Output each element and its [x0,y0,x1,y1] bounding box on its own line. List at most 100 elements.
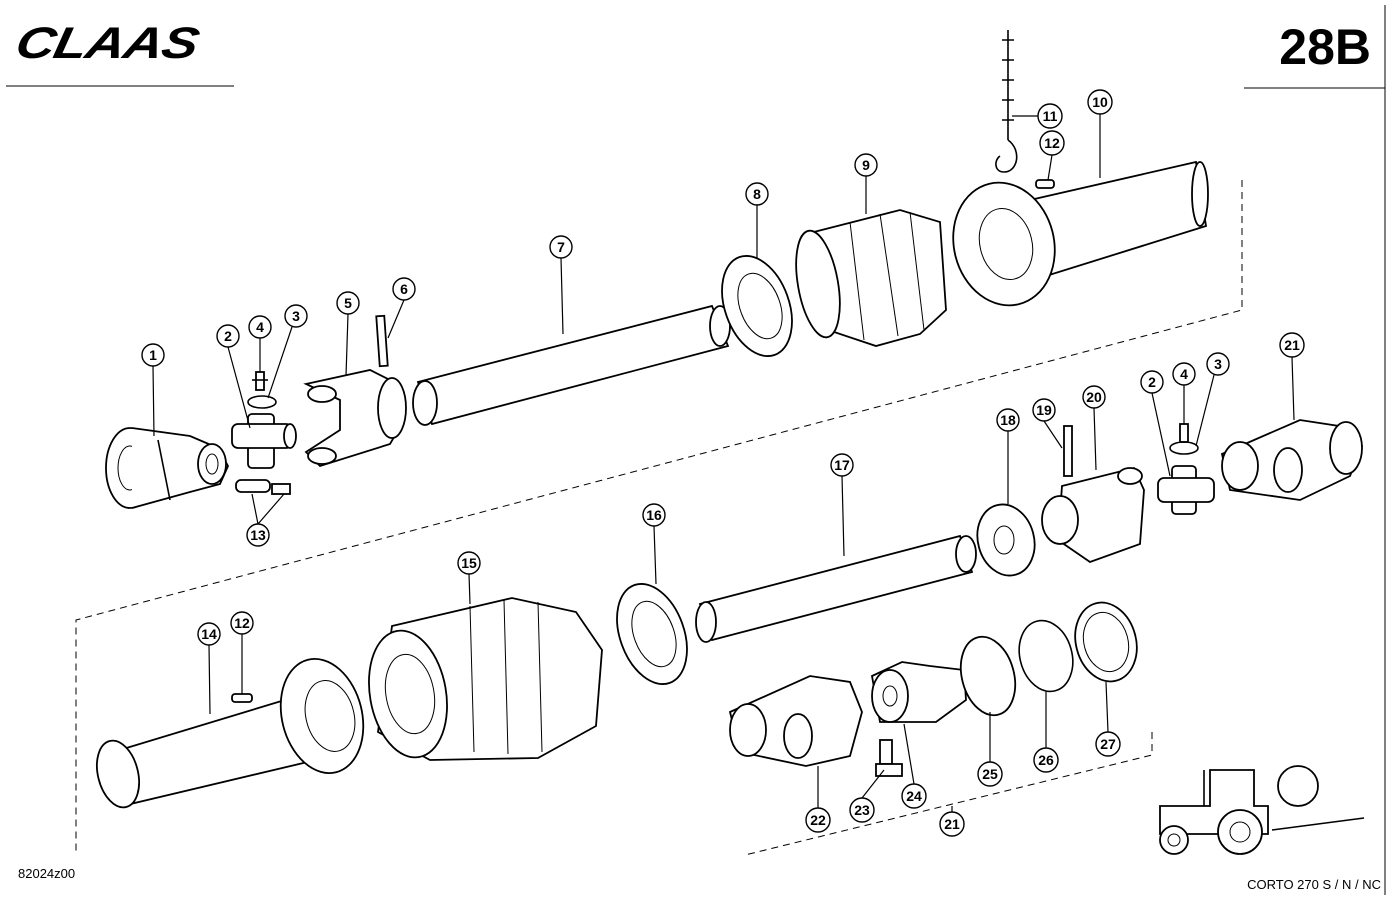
callout-4-right: 4 [1172,362,1196,424]
inner-profile-tube-part-7 [412,304,731,426]
drawing-number: 82024z00 [18,866,76,881]
machine-model: CORTO 270 S / N / NC [1247,877,1381,892]
svg-text:5: 5 [344,295,352,311]
seal-part-27 [1074,601,1138,683]
svg-text:26: 26 [1038,752,1054,768]
svg-text:11: 11 [1043,108,1058,124]
svg-text:9: 9 [862,157,870,173]
svg-text:8: 8 [753,186,761,202]
callout-12-lower: 12 [230,611,254,694]
ring-part-25 [959,635,1017,717]
svg-text:15: 15 [461,555,477,571]
svg-text:3: 3 [1214,356,1222,372]
callout-11: 11 [1012,103,1063,129]
callout-4: 4 [248,315,272,372]
callout-2: 2 [216,324,251,429]
cross-joint-part-2 [231,413,297,469]
callout-12-upper: 12 [1039,130,1065,181]
key-part-19 [1063,425,1073,477]
callout-22: 22 [805,766,831,833]
chain-part-11 [995,30,1018,173]
svg-text:24: 24 [906,788,922,804]
callout-13: 13 [246,493,285,547]
svg-text:21: 21 [944,816,960,832]
svg-text:14: 14 [201,626,217,642]
callout-7: 7 [549,235,573,335]
svg-text:18: 18 [1000,412,1016,428]
callout-27: 27 [1095,681,1121,757]
callout-18: 18 [996,408,1020,504]
svg-text:2: 2 [224,328,232,344]
assembly-boundary [75,180,1243,856]
yoke-part-5 [303,369,407,468]
svg-text:4: 4 [256,319,264,335]
pin-spring-part-13 [235,479,291,495]
svg-text:13: 13 [250,527,266,543]
snap-ring-part-26 [1018,619,1074,693]
bearing-ring-part-18 [976,503,1036,577]
svg-text:27: 27 [1100,736,1116,752]
grease-nipple-part-4-right [1179,423,1189,443]
protection-cone-part-9 [795,209,947,347]
callout-9: 9 [854,153,878,214]
outer-guard-tube-part-10 [952,160,1209,307]
svg-text:17: 17 [834,457,850,473]
grease-nipple-part-4 [252,371,268,391]
callout-1: 1 [141,343,165,437]
svg-text:3: 3 [292,308,300,324]
svg-text:12: 12 [1044,135,1060,151]
callout-8: 8 [745,182,769,258]
callout-21-lower: 21 [939,806,965,837]
callout-24: 24 [901,723,927,809]
callout-6: 6 [387,277,416,339]
callout-16: 16 [642,503,666,585]
callout-14: 14 [197,622,221,715]
callout-26: 26 [1033,692,1059,773]
callout-20: 20 [1082,385,1106,471]
yoke-part-1 [105,427,230,509]
svg-text:6: 6 [400,281,408,297]
svg-text:7: 7 [557,239,565,255]
inner-profile-tube-part-17 [695,534,977,643]
cross-joint-part-2-right [1157,465,1215,515]
outer-guard-tube-part-14 [96,657,365,809]
callout-15: 15 [457,551,481,605]
bearing-ring-part-8 [721,255,793,357]
svg-text:20: 20 [1086,389,1102,405]
frame-lines [6,5,1386,895]
svg-text:19: 19 [1036,402,1052,418]
callout-19: 19 [1032,398,1063,449]
svg-text:23: 23 [854,802,870,818]
spring-part-23 [875,739,903,777]
callout-17: 17 [830,453,854,557]
svg-text:4: 4 [1180,366,1188,382]
svg-text:21: 21 [1284,337,1300,353]
svg-text:1: 1 [149,347,157,363]
key-part-6 [375,314,389,368]
protection-cone-part-15 [368,597,603,761]
callout-3-right: 3 [1195,352,1230,447]
circlip-part-3 [247,395,277,409]
sheet-number: 28B [1279,19,1371,75]
circlip-part-3-right [1169,441,1199,455]
callout-21-upper: 21 [1279,332,1305,421]
bearing-ring-part-16 [616,583,688,685]
callout-5: 5 [336,291,360,377]
yoke-part-22 [728,675,863,767]
yoke-part-21 [1220,419,1363,501]
svg-text:22: 22 [810,812,826,828]
svg-text:12: 12 [234,615,250,631]
yoke-part-20 [1041,466,1145,564]
callout-3: 3 [267,304,308,399]
callout-23: 23 [849,769,885,823]
screw-part-12-upper [1035,179,1055,189]
tractor-pictogram [1159,765,1365,855]
svg-text:16: 16 [646,507,662,523]
callout-25: 25 [977,712,1003,787]
svg-text:25: 25 [982,766,998,782]
svg-text:2: 2 [1148,374,1156,390]
callout-10: 10 [1087,89,1113,178]
callout-2-right: 2 [1140,370,1171,477]
screw-part-12-lower [231,693,253,703]
